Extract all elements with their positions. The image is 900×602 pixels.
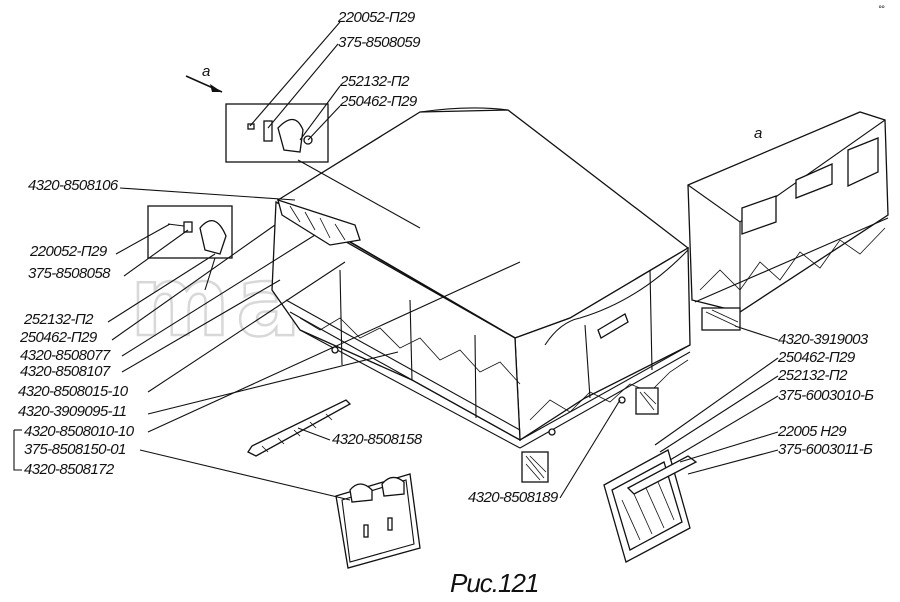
- label-top-3: 252132-П2: [339, 73, 410, 90]
- rear-view-label: a: [754, 125, 762, 142]
- window-panel: [603, 449, 698, 563]
- label-bottom-mid: 4320-8508189: [468, 489, 559, 506]
- label-left-5: 250462-П29: [19, 329, 98, 346]
- figure-caption: Рис.121: [450, 568, 538, 598]
- cover-panel: [335, 473, 421, 569]
- corner-mark: °°: [878, 4, 885, 14]
- label-left-7: 4320-8508107: [20, 363, 111, 380]
- label-top-2: 375-8508059: [338, 34, 421, 51]
- label-left-3: 375-8508058: [28, 265, 111, 282]
- label-right-2: 250462-П29: [777, 349, 856, 366]
- label-left-12: 4320-8508172: [24, 461, 115, 478]
- rear-view-a: [687, 111, 889, 331]
- label-left-2: 220052-П29: [29, 243, 108, 260]
- label-left-11: 375-8508150-01: [24, 441, 126, 458]
- label-top-1: 220052-П29: [337, 9, 416, 26]
- label-right-4: 375-6003010-Б: [778, 387, 874, 404]
- label-left-1: 4320-8508106: [28, 177, 119, 194]
- callout-labels: 220052-П29 375-8508059 252132-П2 250462-…: [18, 9, 875, 506]
- label-right-1: 4320-3919003: [778, 331, 869, 348]
- label-left-6: 4320-8508077: [20, 347, 111, 364]
- label-right-3: 252132-П2: [777, 367, 848, 384]
- top-inset-detail: [225, 103, 421, 229]
- label-right-5: 22005 Н29: [777, 423, 847, 440]
- label-right-6: 375-6003011-Б: [778, 441, 873, 458]
- label-top-4: 250462-П29: [339, 93, 418, 110]
- label-left-4: 252132-П2: [23, 311, 94, 328]
- label-left-10: 4320-8508010-10: [24, 423, 135, 440]
- view-arrow: a: [185, 63, 223, 93]
- label-left-9: 4320-3909095-11: [18, 403, 127, 420]
- leader-lines: [13, 21, 779, 501]
- view-arrow-label: a: [202, 63, 210, 80]
- label-strap: 4320-8508158: [332, 431, 423, 448]
- truck-body-with-tarpaulin: [271, 107, 691, 483]
- label-left-8: 4320-8508015-10: [18, 383, 129, 400]
